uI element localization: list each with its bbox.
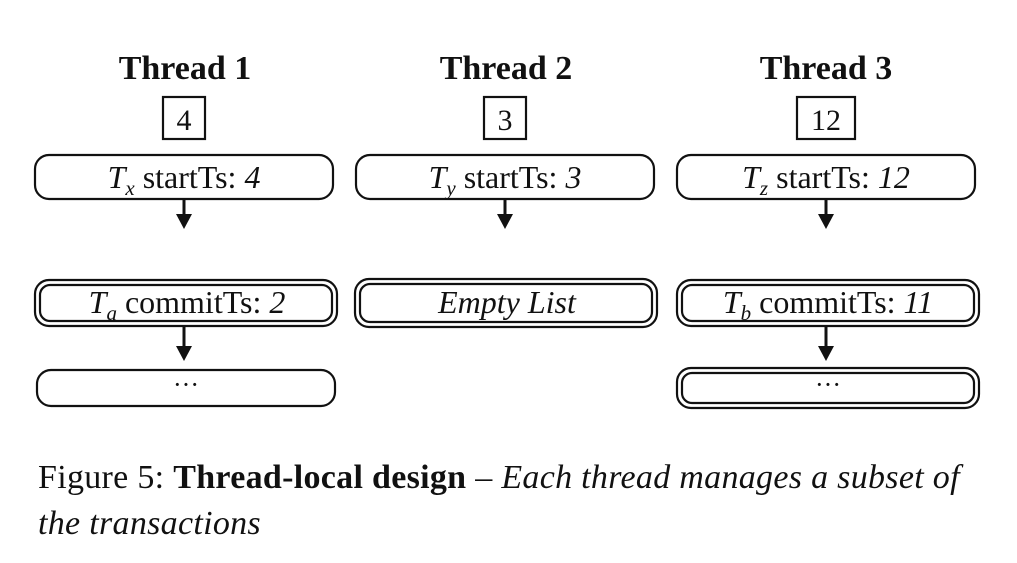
arrow-head [818,214,834,229]
txn-sub: a [106,301,117,325]
empty-list-text: Empty List [437,284,577,320]
commit-label: commitTs: [759,284,895,320]
commit-label: commitTs: [125,284,261,320]
caption-prefix: Figure 5: [38,459,165,496]
txn-name: T [742,159,762,195]
txn-sub: b [741,301,752,325]
txn-name: T [429,159,449,195]
thread-title: Thread 3 [760,50,893,87]
caption-description: Each thread manages a subset of the tran… [38,459,960,542]
counter-value: 12 [811,104,841,137]
start-node-text: Tx startTs:4 [108,159,261,200]
txn-sub: x [124,176,135,200]
counter-box [795,95,857,141]
list-node-inner [680,283,976,323]
tail-node-inner [680,371,976,405]
start-label: startTs: [143,159,237,195]
start-value: 12 [878,159,910,195]
tail-node-outer [675,366,981,410]
list-node-text: Ta commitTs:2 [89,284,286,325]
start-node-text: Tz startTs:12 [742,159,910,200]
start-label: startTs: [776,159,870,195]
start-label: startTs: [464,159,558,195]
commit-value: 2 [269,284,285,320]
counter-box [482,95,528,141]
list-node-inner [358,282,654,324]
txn-sub: z [759,176,768,200]
txn-name: T [89,284,109,320]
list-node-outer [33,278,339,328]
list-node-inner [38,283,334,323]
caption-title: Thread-local design [173,459,467,496]
tail-node-text: ··· [173,370,199,399]
list-node-outer [353,277,659,329]
start-node-text: Ty startTs:3 [429,159,582,200]
commit-value: 11 [904,284,934,320]
txn-sub: y [444,176,456,200]
arrow-head [176,346,192,361]
start-value: 3 [564,159,581,195]
start-value: 4 [244,159,260,195]
arrow-head [818,346,834,361]
arrow-head [497,214,513,229]
txn-name: T [108,159,128,195]
counter-value: 3 [498,104,513,137]
list-node-text: Tb commitTs:11 [723,284,933,325]
tail-node [35,368,337,408]
list-node-outer [675,278,981,328]
tail-node-text: ··· [815,370,841,399]
counter-value: 4 [177,104,192,137]
thread-title: Thread 2 [440,50,573,87]
caption-dash: – [475,459,493,496]
arrow-head [176,214,192,229]
figure-caption: Figure 5: Thread-local design – Each thr… [38,455,998,547]
txn-name: T [723,284,743,320]
counter-box [161,95,207,141]
thread-title: Thread 1 [119,50,252,87]
